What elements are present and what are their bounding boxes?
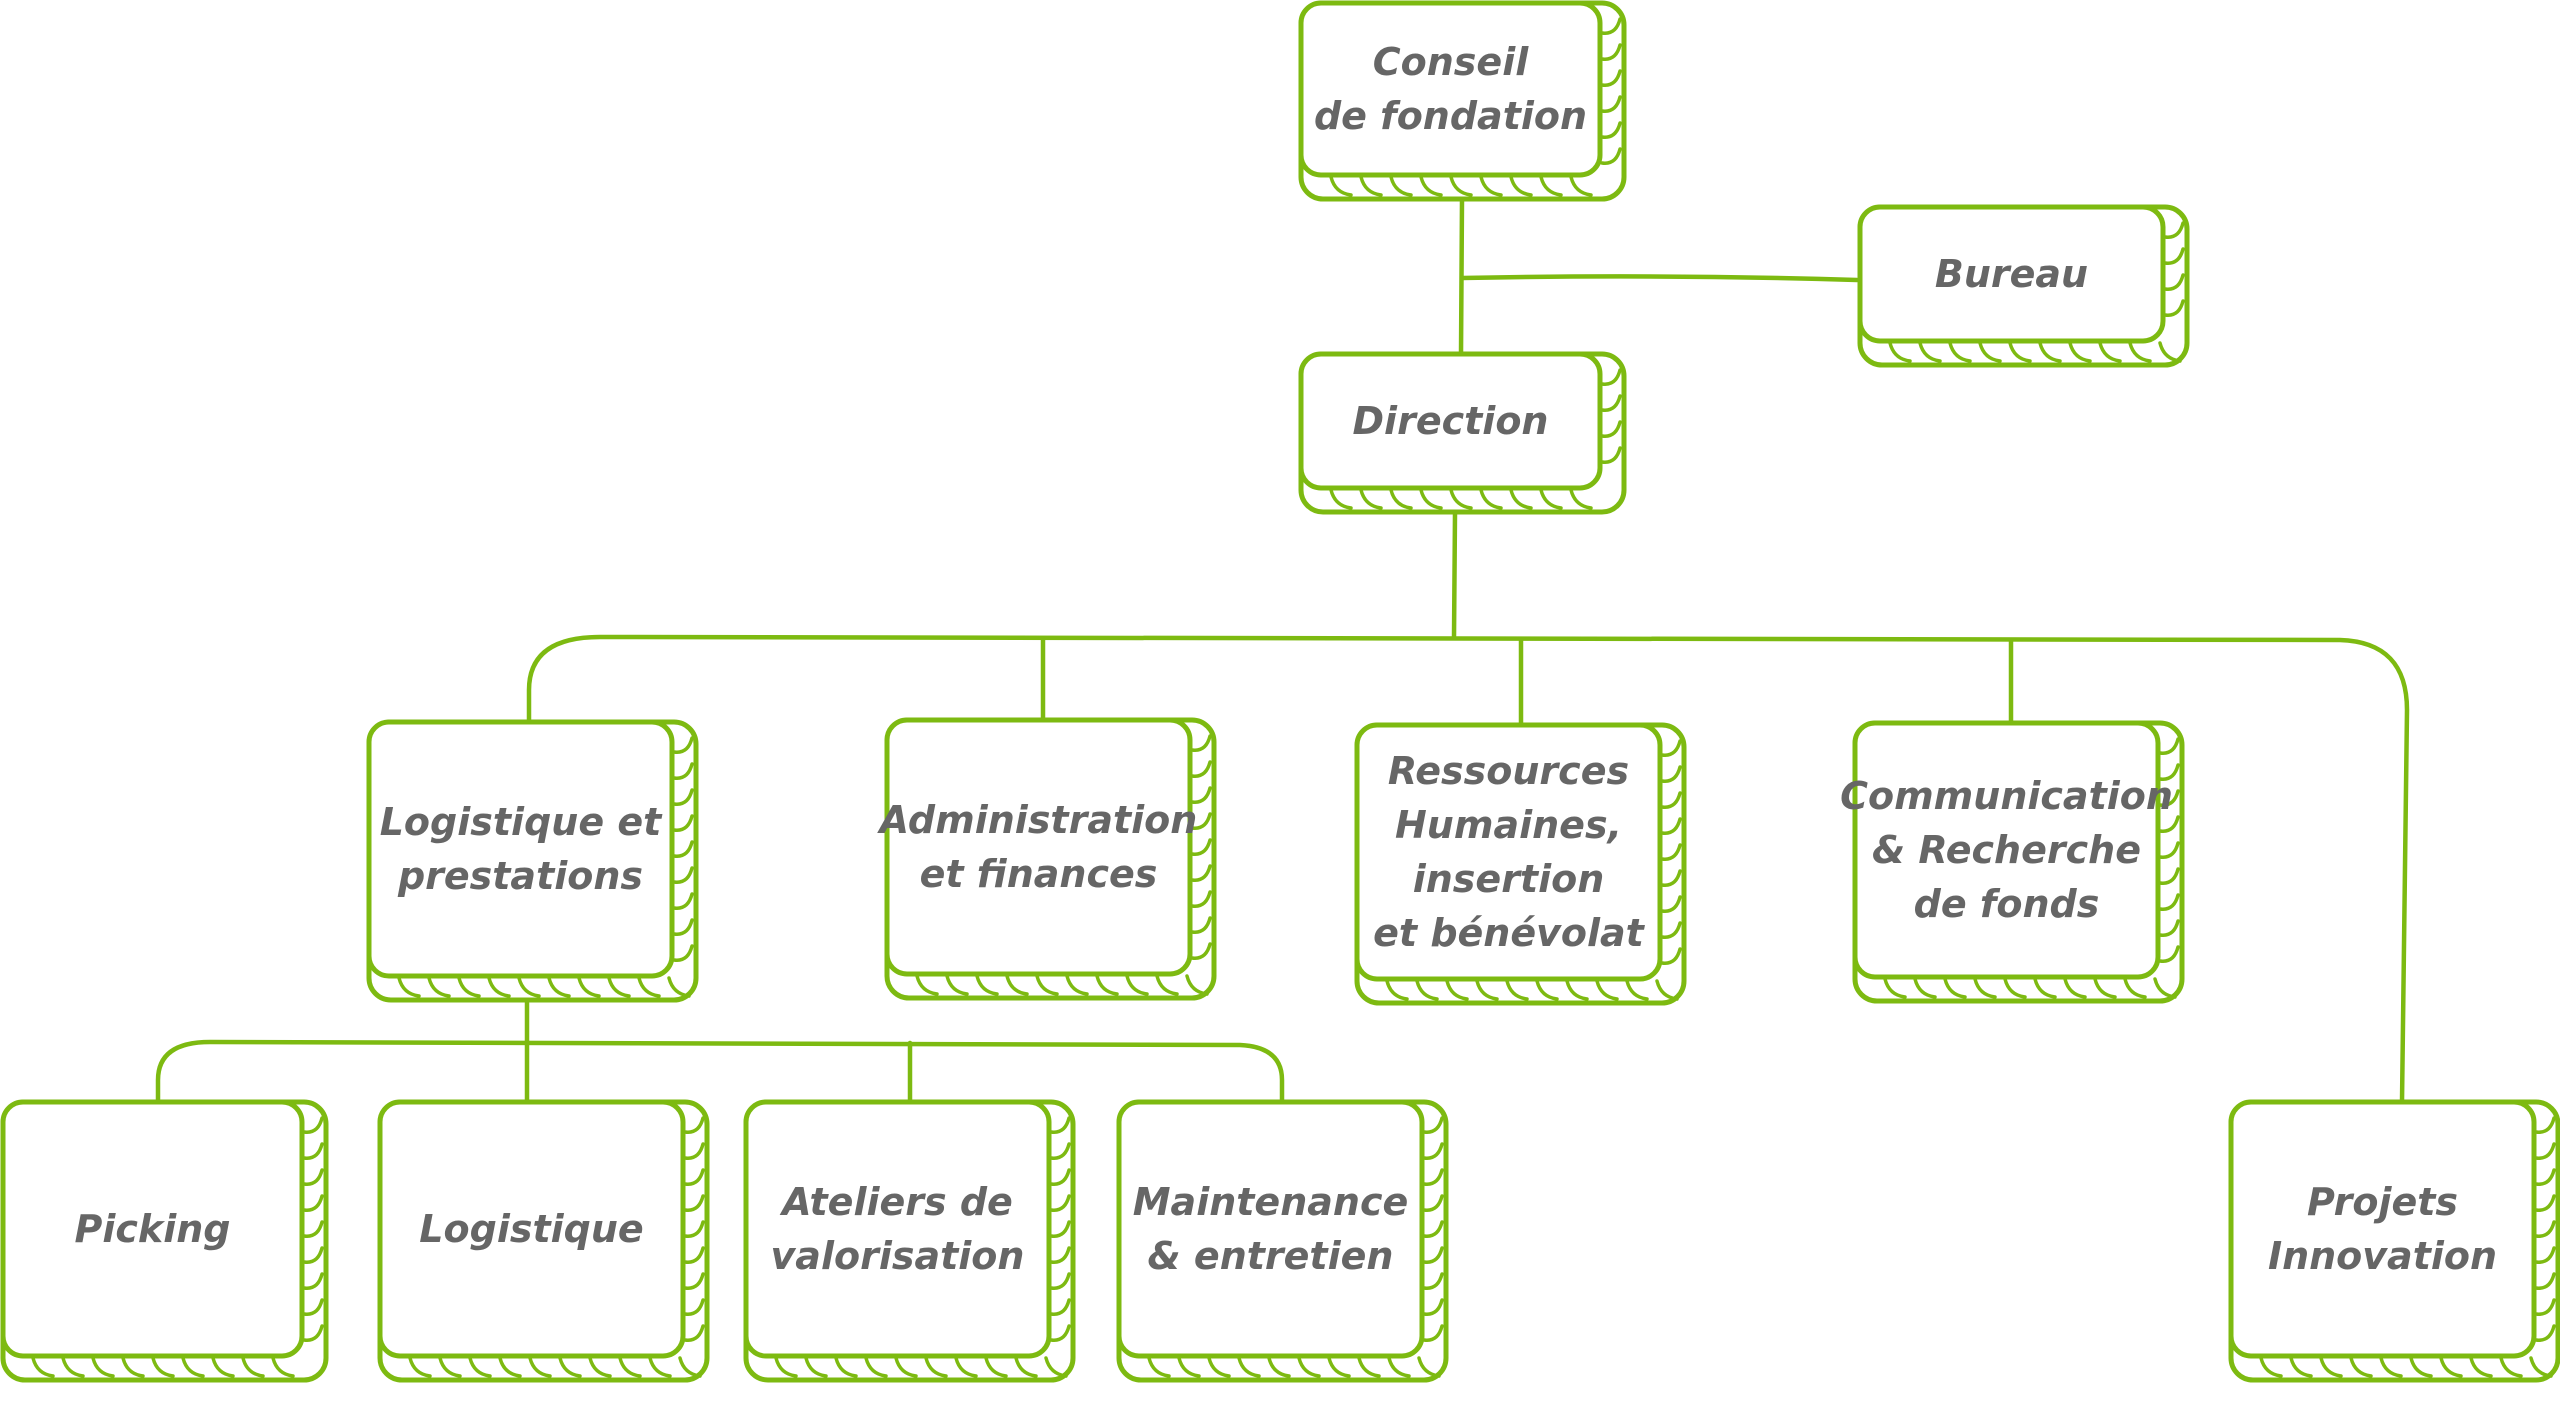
node-box	[1857, 204, 2166, 344]
node-label: Maintenance & entretien	[1133, 1180, 1409, 1278]
node-box	[1116, 1099, 1425, 1359]
node-box	[377, 1099, 686, 1359]
node-label: Bureau	[1935, 252, 2088, 296]
node-label-line: et bénévolat	[1373, 911, 1646, 955]
node-picking: Picking	[0, 1099, 329, 1383]
node-label: Administration et finances	[877, 798, 1198, 896]
node-box	[0, 1099, 305, 1359]
node-label-line: Humaines,	[1395, 803, 1622, 847]
node-administration: Administration et finances	[877, 717, 1217, 1001]
connectors	[155, 196, 2410, 1105]
node-label: Direction	[1353, 399, 1549, 443]
node-logistique: Logistique	[377, 1099, 710, 1383]
node-label-line: & Recherche	[1872, 828, 2141, 872]
node-label-line: insertion	[1413, 857, 1605, 901]
node-hatching	[915, 734, 1212, 996]
node-label-line: de fondation	[1314, 94, 1587, 138]
node-hatching	[2259, 1116, 2556, 1378]
node-label-line: Ressources	[1388, 749, 1629, 793]
node-bureau: Bureau	[1857, 204, 2190, 368]
node-communication: Communication & Recherche de fonds	[1840, 720, 2185, 1004]
node-label-line: Communication	[1840, 774, 2173, 818]
connector-level3-bar	[155, 1039, 1285, 1103]
node-label-line: Logistique et	[380, 800, 663, 844]
node-logistique-prestations: Logistique et prestations	[366, 719, 699, 1003]
node-conseil: Conseil de fondation	[1298, 0, 1627, 202]
node-box	[1354, 722, 1663, 982]
node-label-line: Administration	[877, 798, 1198, 842]
node-label-line: valorisation	[771, 1234, 1025, 1278]
node-label-line: de fonds	[1914, 882, 2100, 926]
node-box	[1852, 720, 2161, 980]
node-label: Logistique et prestations	[380, 800, 663, 898]
node-direction: Direction	[1298, 351, 1627, 515]
node-label: Communication & Recherche de fonds	[1840, 774, 2173, 926]
node-maintenance: Maintenance & entretien	[1116, 1099, 1449, 1383]
node-hatching	[408, 1116, 705, 1378]
node-hatching	[1147, 1116, 1444, 1378]
node-box	[743, 1099, 1052, 1359]
node-label: Logistique	[419, 1207, 643, 1251]
connector-direction-down	[1451, 510, 1458, 640]
node-hatching	[1883, 737, 2180, 999]
node-label: Conseil de fondation	[1314, 40, 1587, 138]
node-label-line: Logistique	[419, 1207, 643, 1251]
node-hatching	[1385, 739, 1682, 1001]
node-box	[1298, 351, 1603, 491]
node-label-line: Maintenance	[1133, 1180, 1409, 1224]
node-box	[366, 719, 675, 979]
node-box	[2228, 1099, 2537, 1359]
node-hatching	[774, 1116, 1071, 1378]
node-hatching	[397, 736, 694, 998]
node-label-line: Picking	[75, 1207, 231, 1251]
node-ateliers: Ateliers de valorisation	[743, 1099, 1076, 1383]
node-label-line: Ateliers de	[779, 1180, 1013, 1224]
node-hatching	[1329, 17, 1622, 197]
node-box	[1298, 0, 1603, 178]
node-hatching	[1329, 368, 1622, 510]
node-hatching	[1888, 221, 2185, 363]
node-label-line: et finances	[920, 852, 1158, 896]
node-label-line: Bureau	[1935, 252, 2088, 296]
node-label-line: Conseil	[1373, 40, 1529, 84]
node-label-line: Projets	[2307, 1180, 2458, 1224]
node-box	[884, 717, 1193, 977]
node-label-line: prestations	[397, 854, 643, 898]
node-label-line: Direction	[1353, 399, 1549, 443]
node-label: Ateliers de valorisation	[771, 1180, 1025, 1278]
node-label: Picking	[75, 1207, 231, 1251]
node-label-line: & entretien	[1148, 1234, 1394, 1278]
connector-level2-bar	[526, 634, 2410, 1105]
node-label-line: Innovation	[2268, 1234, 2497, 1278]
connector-bureau	[1459, 274, 1860, 283]
node-hatching	[31, 1116, 324, 1378]
